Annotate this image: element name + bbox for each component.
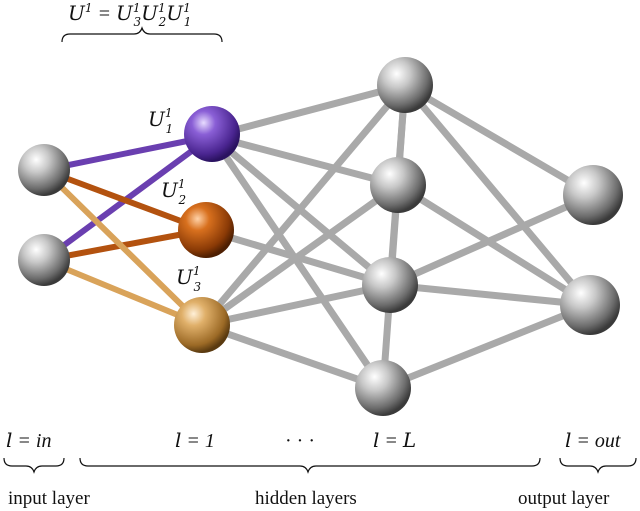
edge [394,181,594,309]
hidden-connections [198,81,597,392]
edge [401,81,594,309]
formula-lhs: U [68,1,86,25]
brace-output [559,457,637,474]
formula-t1-sub: 3 [134,15,142,29]
index-output: l = out [565,428,621,452]
index-input: l = in [6,428,51,452]
edge [208,81,409,140]
unitary-connections [41,133,215,328]
output-node [560,275,620,335]
layer-names: input layer hidden layers output layer [8,488,610,509]
hidden-node [362,257,418,313]
formula-t1-sup: 1 [133,1,141,15]
edge [198,281,394,329]
input-node [18,234,70,286]
edge-u3 [41,167,205,328]
formula-t3: U [166,1,184,25]
bottom-braces [3,457,637,474]
formula-t2: U [141,1,159,25]
label-input-layer: input layer [8,488,90,509]
edge [386,281,594,309]
neuron-u1 [184,106,240,162]
formula-lhs-sup: 1 [85,1,93,15]
input-node [18,144,70,196]
input-nodes [18,144,70,286]
label-output-layer: output layer [518,488,610,509]
neuron-u3 [174,297,230,353]
last-hidden-nodes [355,57,433,416]
brace-hidden [79,457,541,474]
edge [198,181,402,329]
formula-eq: = [93,3,117,25]
neuron-u2 [178,202,234,258]
edge [198,321,387,392]
formula-t1: U [116,1,134,25]
edge [379,301,594,392]
edge [386,191,597,289]
formula-t2-sup: 1 [158,1,166,15]
brace-input [3,457,65,474]
top-brace [61,26,223,43]
edge-u2 [41,167,208,233]
label-hidden-layers: hidden layers [255,488,357,509]
formula-t3-sub: 1 [184,15,192,29]
formula-t2-sub: 2 [158,15,167,29]
edge [208,132,402,189]
output-nodes [560,165,623,335]
edge [401,81,597,199]
edge-u1 [41,133,215,263]
index-hidden-last: l = L [373,428,416,452]
hidden-node [370,157,426,213]
index-dots: · · · [285,430,315,452]
edge-u1 [41,133,215,173]
hidden-node [355,360,411,416]
edge [198,81,409,329]
edge [208,132,387,392]
formula-t3-sup: 1 [183,1,191,15]
output-node [563,165,623,225]
first-hidden-nodes [174,106,240,353]
layer-indices: l = in l = 1 · · · l = L l = out [6,428,621,452]
hidden-node [377,57,433,113]
index-hidden-first: l = 1 [175,428,215,452]
edge-u3 [41,257,205,328]
